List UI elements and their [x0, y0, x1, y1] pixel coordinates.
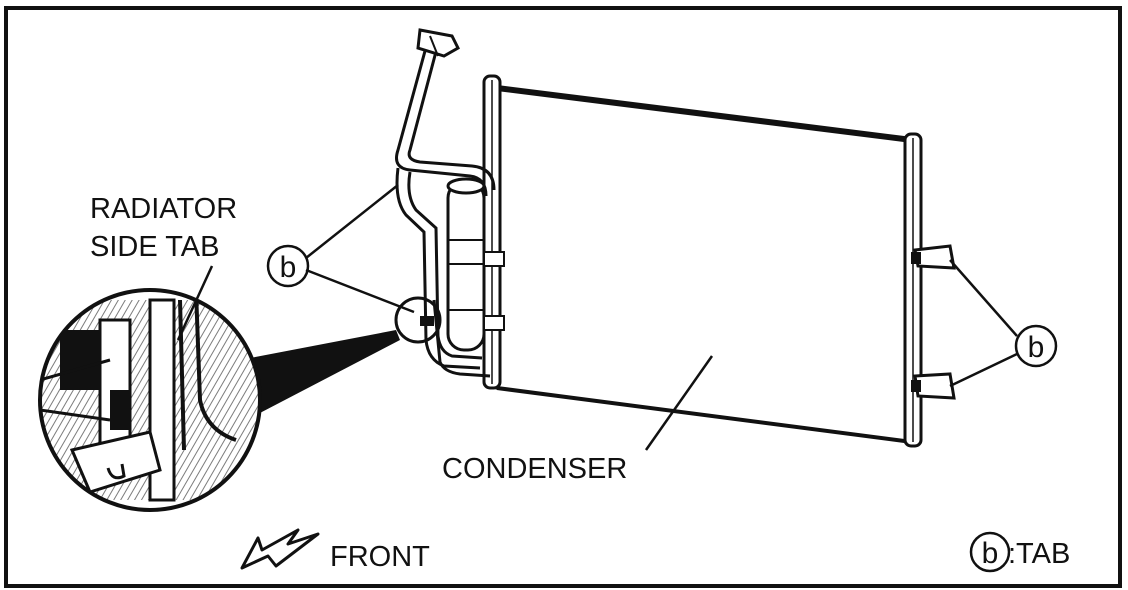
- condenser-label: CONDENSER: [442, 453, 627, 485]
- radiator-side-tab-zoom: [38, 288, 400, 512]
- tab-callout-right: b: [949, 259, 1058, 388]
- condenser-core: [495, 86, 914, 444]
- front-label: FRONT: [330, 541, 430, 573]
- tab-legend-text: :TAB: [1008, 538, 1070, 570]
- refrigerant-pipes: [395, 39, 496, 378]
- condenser: [482, 74, 956, 448]
- tab-callout-left: b: [266, 184, 415, 314]
- radiator-side-tab-label-line1: RADIATOR: [90, 193, 237, 225]
- tab-legend-symbol: b: [982, 537, 999, 570]
- condenser-leader: [644, 355, 714, 451]
- receiver-drier: [420, 177, 505, 352]
- tab-legend: b :TAB: [969, 531, 1070, 573]
- radiator-side-tab-label-line2: SIDE TAB: [90, 231, 219, 263]
- tab-callout-left-letter: b: [280, 251, 297, 284]
- radiator-side-tab-circle: [394, 296, 442, 344]
- right-lower-tab: [911, 372, 956, 400]
- pipe-connector: [416, 28, 460, 58]
- front-arrow-icon: [240, 528, 320, 570]
- radiator-side-tab-leader: [176, 265, 214, 341]
- right-upper-tab: [911, 244, 956, 270]
- tab-callout-right-letter: b: [1028, 331, 1045, 364]
